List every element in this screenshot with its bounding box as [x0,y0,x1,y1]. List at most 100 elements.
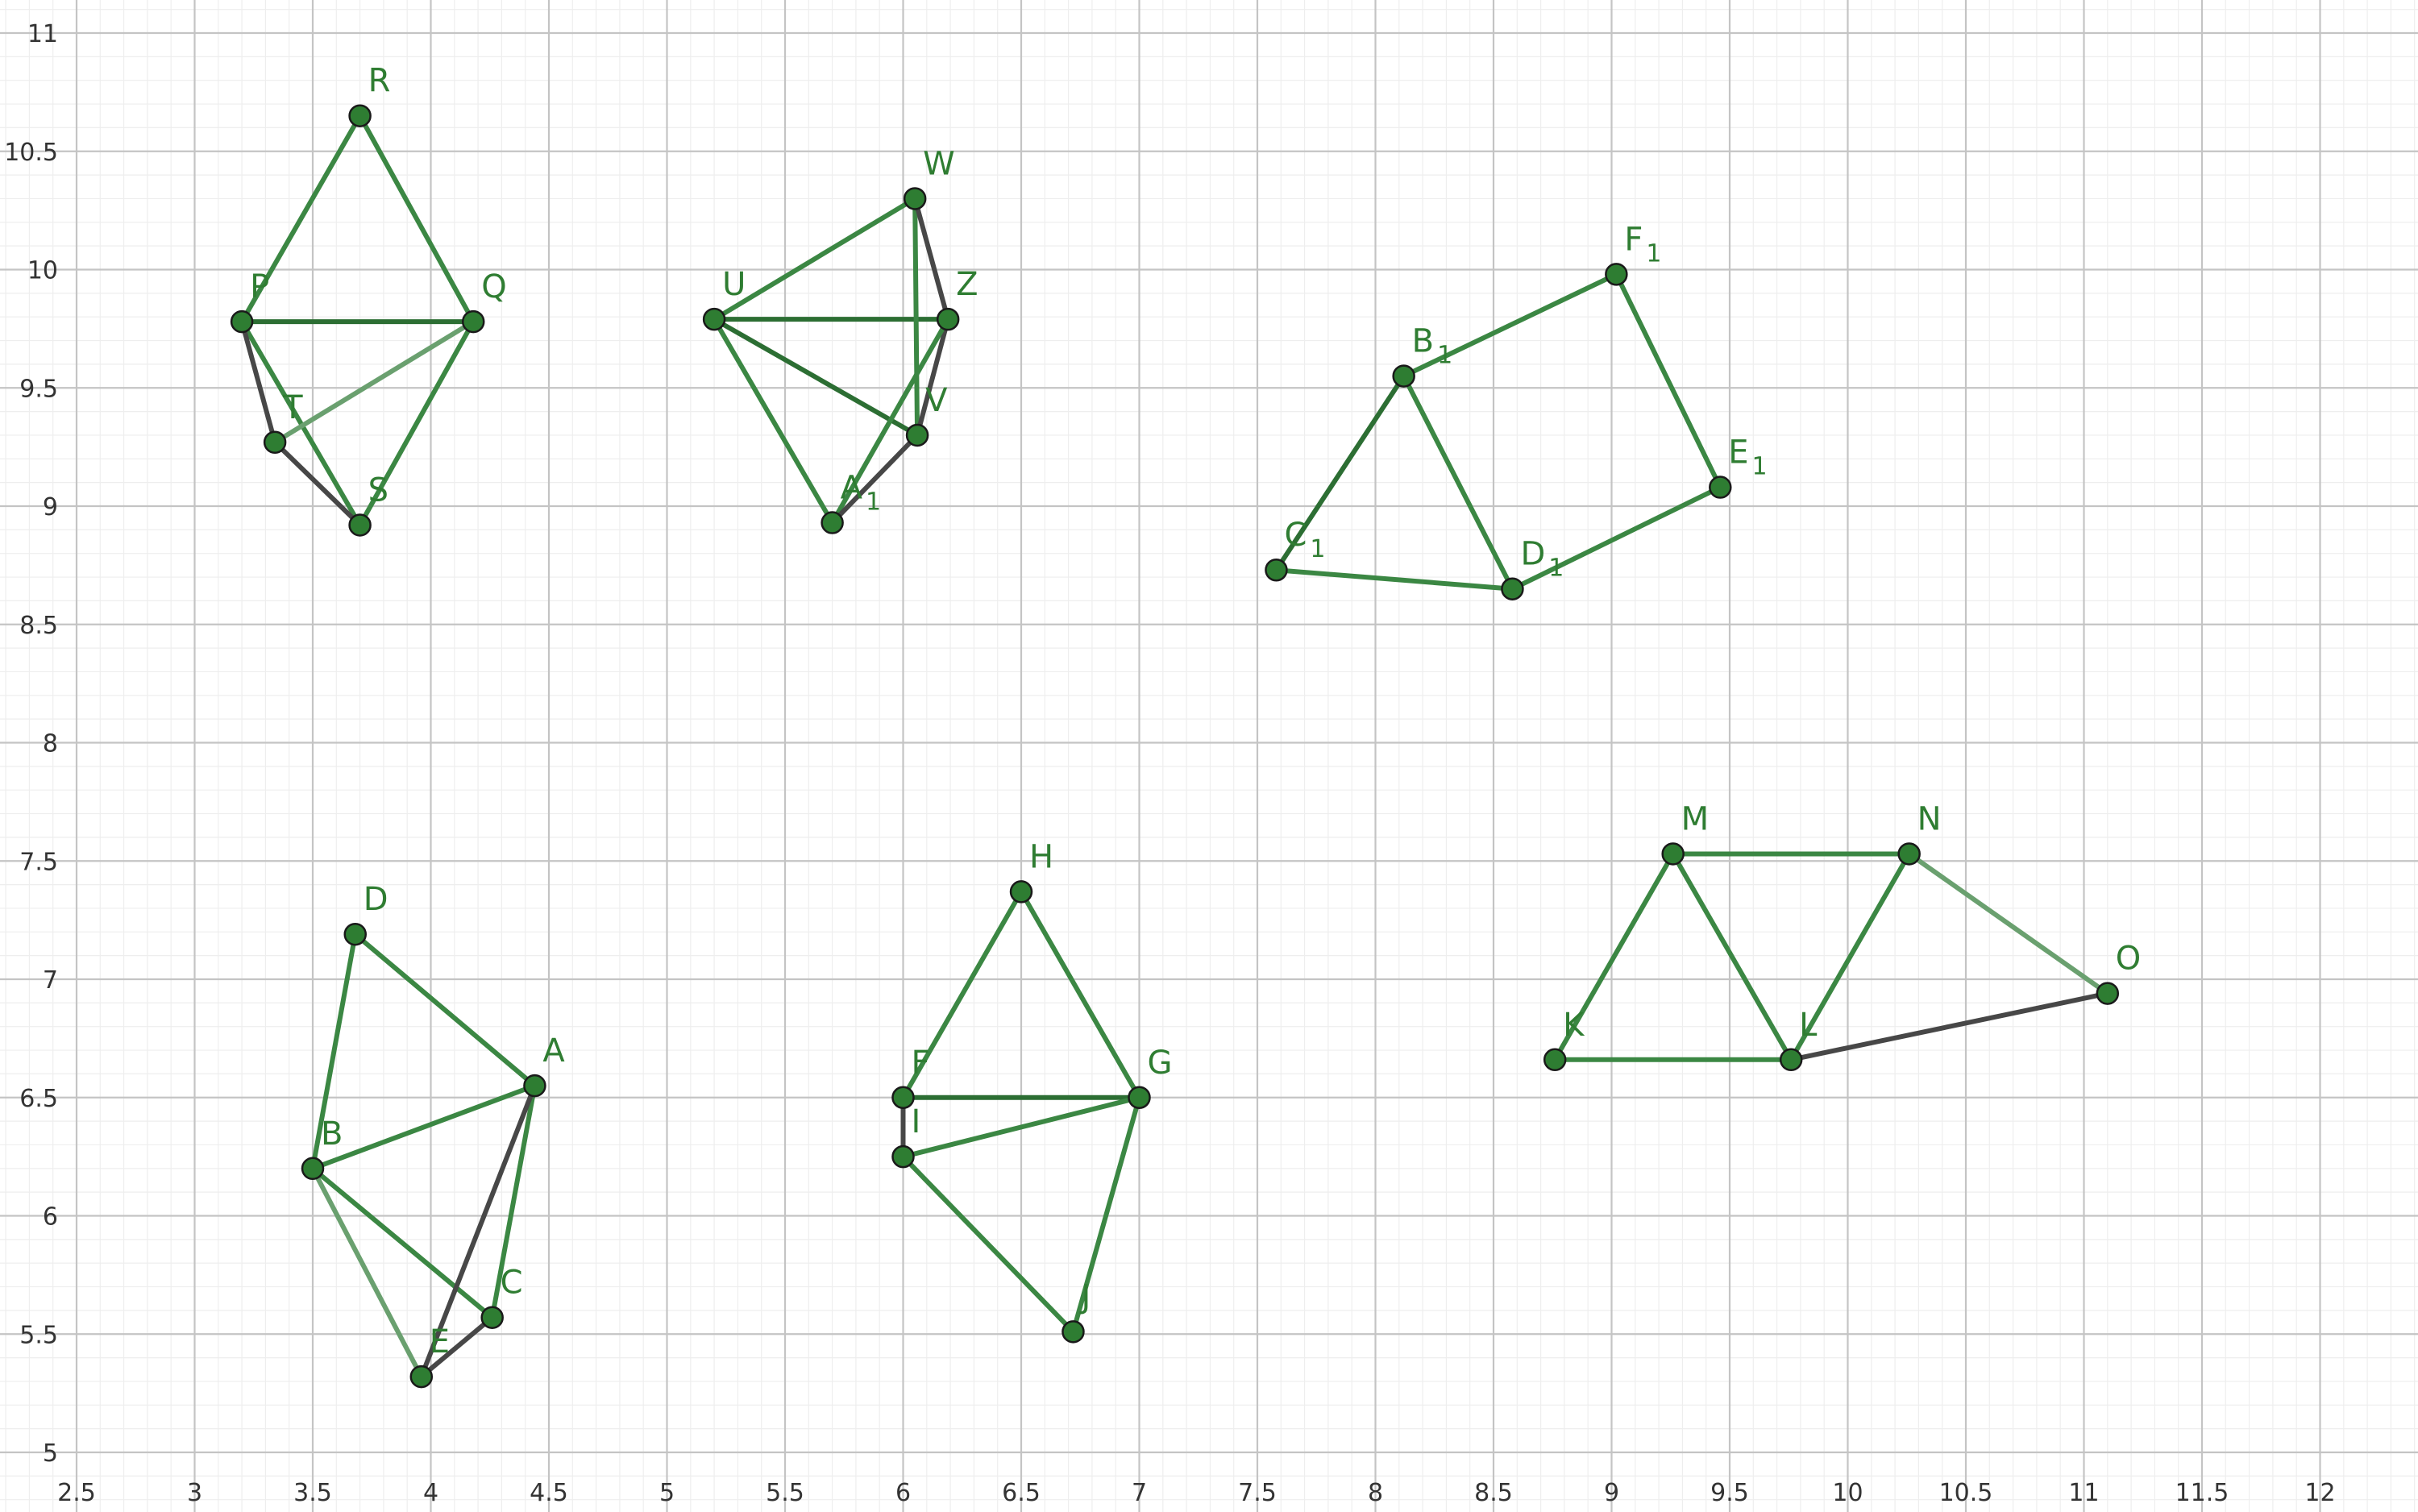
point-marker [1265,558,1288,582]
point-label: E [430,1323,450,1360]
point-label: M [1681,800,1710,837]
segment [900,1095,1142,1160]
point-marker [461,309,485,334]
segment [1670,851,1794,1062]
x-tick-label: 2.5 [57,1479,96,1507]
segment [239,319,278,445]
segment [310,1165,424,1380]
x-tick-label: 7 [1132,1479,1147,1507]
segment [900,1154,1076,1335]
segment [712,317,920,438]
point-marker [903,187,927,210]
x-tick-label: 9 [1604,1479,1619,1507]
point-label: H [1029,838,1053,875]
point-label: D [364,881,388,918]
x-tick-label: 11 [2068,1479,2099,1507]
point-marker [891,1144,915,1169]
x-tick-label: 8.5 [1474,1479,1513,1507]
y-tick-label: 9 [43,493,58,521]
segment [1401,373,1515,592]
segment [1401,272,1619,379]
point-marker [1709,476,1732,499]
segment [1510,484,1723,592]
x-tick-label: 5.5 [766,1479,804,1507]
x-tick-label: 6.5 [1002,1479,1041,1507]
point-label: V [925,382,948,419]
point-marker [1501,577,1524,600]
x-tick-label: 4 [423,1479,438,1507]
segment [239,319,363,528]
segment [912,196,951,322]
point-marker [702,307,726,331]
segment [1273,567,1515,592]
y-tick-label: 8.5 [19,612,58,640]
segment [272,319,476,445]
point-label: N [1917,800,1942,837]
point-marker [301,1157,325,1181]
y-tick-label: 6 [43,1203,58,1232]
y-tick-label: 6.5 [19,1085,58,1113]
point-label: Z [956,266,978,303]
y-tick-label: 10.5 [4,139,58,167]
point-marker [905,423,929,447]
segment [418,1083,538,1380]
segment [489,1083,538,1320]
segment [1906,851,2110,996]
segment [357,113,476,325]
point-marker [263,430,287,455]
point-marker [821,511,844,534]
segment [915,317,951,438]
x-tick-label: 9.5 [1710,1479,1749,1507]
segment [1789,991,2110,1062]
y-tick-label: 8 [43,730,58,758]
y-tick-label: 9.5 [19,375,58,403]
segment [1614,272,1723,490]
point-marker [343,922,367,946]
segment [239,113,363,325]
point-marker [2096,982,2120,1005]
point-label: G [1148,1045,1173,1082]
point-marker [1661,842,1685,866]
x-tick-label: 6 [895,1479,911,1507]
segment [1552,851,1676,1062]
segment [310,1083,538,1171]
point-label: K [1563,1007,1585,1044]
segment [829,317,951,525]
segments [239,113,2110,1380]
segment [418,1315,495,1380]
point-label: A [542,1032,565,1070]
point-label: L [1799,1007,1818,1044]
point-label: S [368,471,388,509]
point-marker [348,513,372,537]
point-marker [1392,364,1415,388]
point-marker [523,1074,546,1098]
point-marker [1779,1048,1803,1072]
segment [712,196,918,322]
segment [900,889,1024,1100]
segment [310,932,358,1171]
segment [912,196,920,438]
point-marker [230,309,254,334]
point-marker [1009,880,1033,903]
point-label: W [923,145,955,182]
point-label: C [501,1265,523,1302]
point-label: F [912,1045,930,1082]
x-tick-label: 10.5 [1939,1479,1993,1507]
x-tick-label: 4.5 [530,1479,568,1507]
x-tick-label: 12 [2304,1479,2335,1507]
point-marker [936,307,960,331]
y-tick-label: 11 [27,20,58,48]
point-marker [1062,1320,1085,1344]
x-tick-label: 3.5 [293,1479,332,1507]
x-tick-label: 7.5 [1238,1479,1277,1507]
point-marker [480,1306,504,1329]
segment [310,1165,495,1320]
x-tick-label: 8 [1368,1479,1383,1507]
x-tick-label: 3 [187,1479,202,1507]
point-label: R [368,63,391,100]
point-label: B [321,1115,343,1153]
point-marker [1897,842,1921,866]
